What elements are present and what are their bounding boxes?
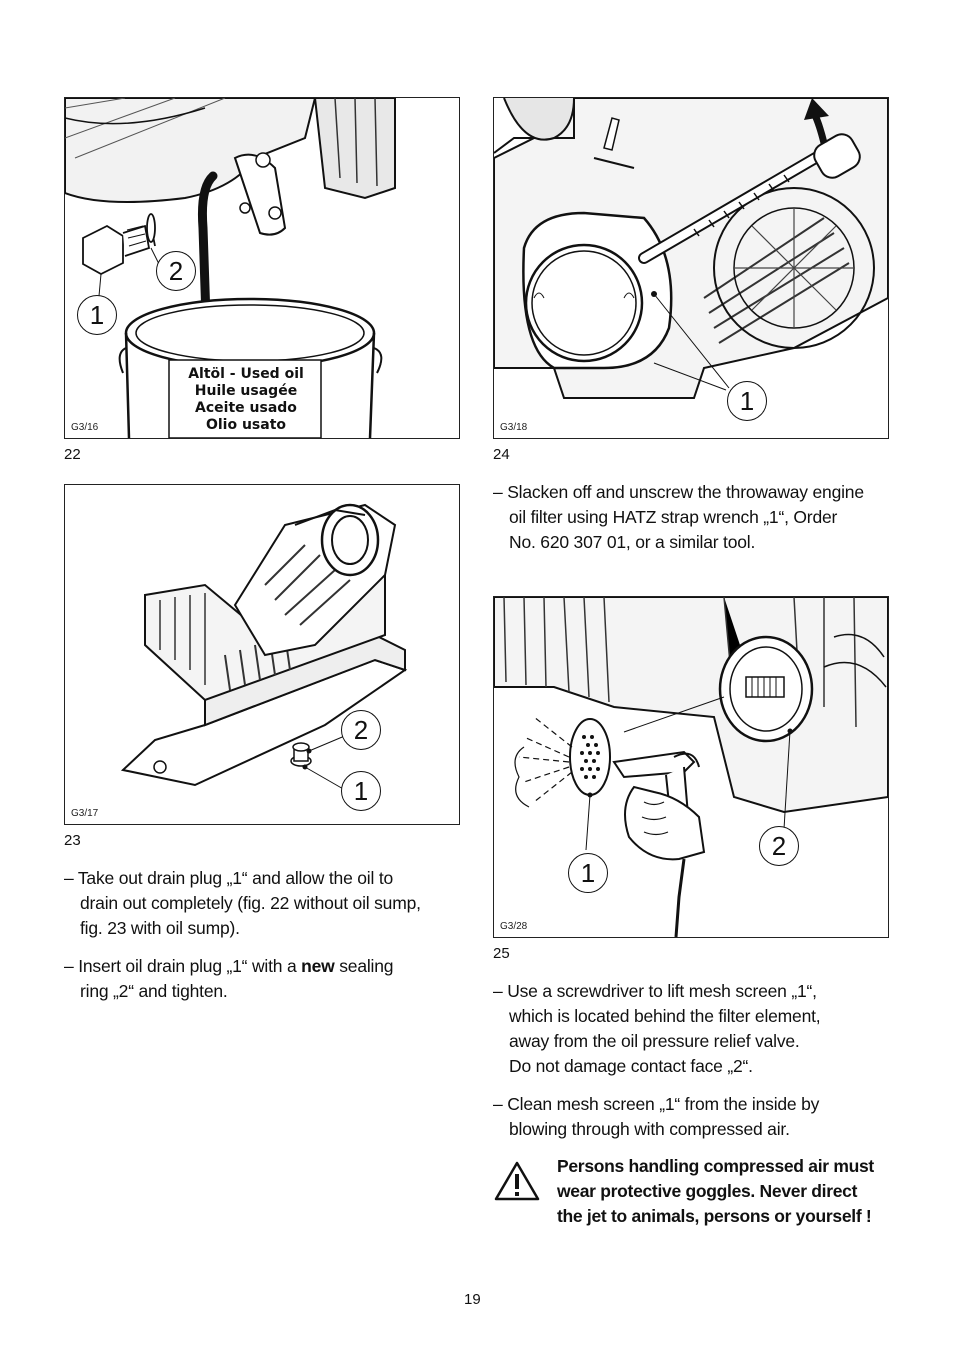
fig23-step-2-text: – Insert oil drain plug „1“ with a new s… [64,954,394,1004]
callout-2: 2 [759,826,799,866]
text-line: drain out completely (fig. 22 without oi… [80,893,421,913]
text-line: Persons handling compressed air must [557,1156,874,1176]
used-oil-label: Altöl - Used oil Huile usagée Aceite usa… [171,366,321,434]
figure-number: 23 [64,832,81,849]
text-line: away from the oil pressure relief valve. [509,1031,800,1051]
figure-code: G3/28 [500,921,528,932]
text-line: – Use a screwdriver to lift mesh screen … [493,981,817,1001]
figure-number: 24 [493,446,510,463]
text-line: – Slacken off and unscrew the throwaway … [493,482,864,502]
callout-2: 2 [156,251,196,291]
figure-22-illustration [65,98,396,438]
figure-code: G3/16 [71,422,99,433]
callout-1: 1 [727,381,767,421]
figure-22: Altöl - Used oil Huile usagée Aceite usa… [64,97,460,439]
fig25-step-2-text: – Clean mesh screen „1“ from the inside … [493,1092,819,1142]
figure-number: 22 [64,446,81,463]
figure-25: 2 1 G3/28 [493,596,889,938]
page-number: 19 [464,1291,481,1308]
figure-23-illustration [120,503,408,791]
text-line: ring „2“ and tighten. [80,981,228,1001]
callout-1: 1 [341,771,381,811]
text-line: – Take out drain plug „1“ and allow the … [64,868,394,888]
used-oil-label-line-3: Aceite usado [195,400,297,416]
figure-23: 2 1 G3/17 [64,484,460,825]
fig23-step-1-text: – Take out drain plug „1“ and allow the … [64,866,421,941]
used-oil-label-line-1: Altöl - Used oil [188,366,304,382]
warning-triangle-icon [494,1161,540,1201]
text-line: Do not damage contact face „2“. [509,1056,753,1076]
text-line: fig. 23 with oil sump). [80,918,240,938]
callout-1: 1 [77,295,117,335]
fig25-step-1-text: – Use a screwdriver to lift mesh screen … [493,979,821,1079]
callout-1: 1 [568,853,608,893]
fig24-step-text: – Slacken off and unscrew the throwaway … [493,480,864,555]
used-oil-label-line-2: Huile usagée [194,383,298,399]
figure-24: 1 G3/18 [493,97,889,439]
figure-24-illustration [494,98,888,399]
used-oil-label-line-4: Olio usato [205,417,287,433]
text-line: No. 620 307 01, or a similar tool. [509,532,756,552]
figure-25-illustration [494,597,888,937]
callout-2: 2 [341,710,381,750]
text-line: – Insert oil drain plug „1“ with a new s… [64,954,394,979]
text-line: oil filter using HATZ strap wrench „1“, … [509,507,838,527]
text-segment: – Insert oil drain plug „1“ with a [64,956,302,976]
text-segment: sealing [334,956,394,976]
emphasis-new: new [301,956,335,976]
text-line: blowing through with compressed air. [509,1119,790,1139]
text-line: – Clean mesh screen „1“ from the inside … [493,1094,820,1114]
figure-code: G3/18 [500,422,528,433]
figure-code: G3/17 [71,808,99,819]
text-line: wear protective goggles. Never direct [557,1181,858,1201]
text-line: the jet to animals, persons or yourself … [557,1206,872,1226]
text-line: which is located behind the filter eleme… [509,1006,821,1026]
warning-text: Persons handling compressed air must wea… [557,1154,874,1229]
figure-number: 25 [493,945,510,962]
